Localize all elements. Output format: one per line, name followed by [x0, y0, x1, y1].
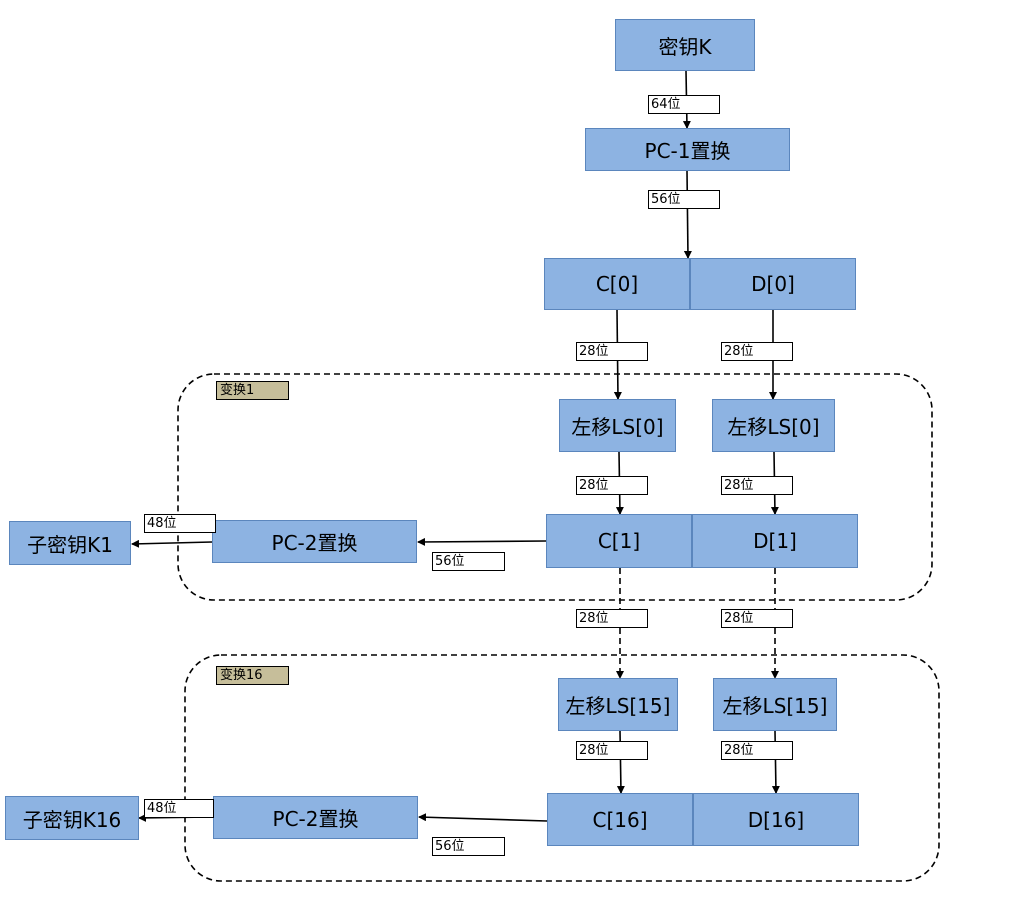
edge-label-28bit-c1: 28位	[576, 476, 648, 495]
edge-label-28bit-d1: 28位	[721, 476, 793, 495]
edge-label-56bit-cd16: 56位	[432, 837, 505, 856]
d0-node: D[0]	[690, 258, 856, 310]
edge-label-28bit-c16: 28位	[576, 741, 648, 760]
left-shift-ls0-c-node: 左移LS[0]	[559, 399, 676, 452]
key-k-node: 密钥K	[615, 19, 755, 71]
d16-node: D[16]	[693, 793, 859, 846]
left-shift-ls15-d-node: 左移LS[15]	[713, 678, 837, 731]
arrow-pc2-to-k1	[131, 539, 213, 548]
arrow-cd16-to-pc2	[418, 813, 548, 822]
pc2-permutation-node-16: PC-2置换	[213, 796, 418, 839]
c0-node: C[0]	[544, 258, 690, 310]
edge-label-28bit-d0: 28位	[721, 342, 793, 361]
edge-label-56bit-pc1: 56位	[648, 190, 720, 209]
round16-group-outline	[184, 654, 940, 882]
round16-label: 变换16	[216, 666, 289, 685]
left-shift-ls15-c-node: 左移LS[15]	[558, 678, 678, 731]
arrow-cd1-to-pc2	[417, 537, 547, 546]
edge-label-56bit-cd1: 56位	[432, 552, 505, 571]
edge-label-28bit-d1-ls15: 28位	[721, 609, 793, 628]
d1-node: D[1]	[692, 514, 858, 568]
edge-label-64bit: 64位	[648, 95, 720, 114]
c1-node: C[1]	[546, 514, 692, 568]
arrow-pc1-to-cd0	[683, 170, 692, 259]
subkey-k1-node: 子密钥K1	[9, 521, 131, 565]
pc1-permutation-node: PC-1置换	[585, 128, 790, 171]
edge-label-48bit-k1: 48位	[144, 514, 216, 533]
subkey-k16-node: 子密钥K16	[5, 796, 139, 840]
edge-label-48bit-k16: 48位	[144, 799, 214, 818]
pc2-permutation-node-1: PC-2置换	[212, 520, 417, 563]
round1-group-outline	[177, 373, 933, 601]
c16-node: C[16]	[547, 793, 693, 846]
round1-label: 变换1	[216, 381, 289, 400]
edge-label-28bit-d16: 28位	[721, 741, 793, 760]
left-shift-ls0-d-node: 左移LS[0]	[712, 399, 835, 452]
edge-label-28bit-c0: 28位	[576, 342, 648, 361]
edge-label-28bit-c1-ls15: 28位	[576, 609, 648, 628]
